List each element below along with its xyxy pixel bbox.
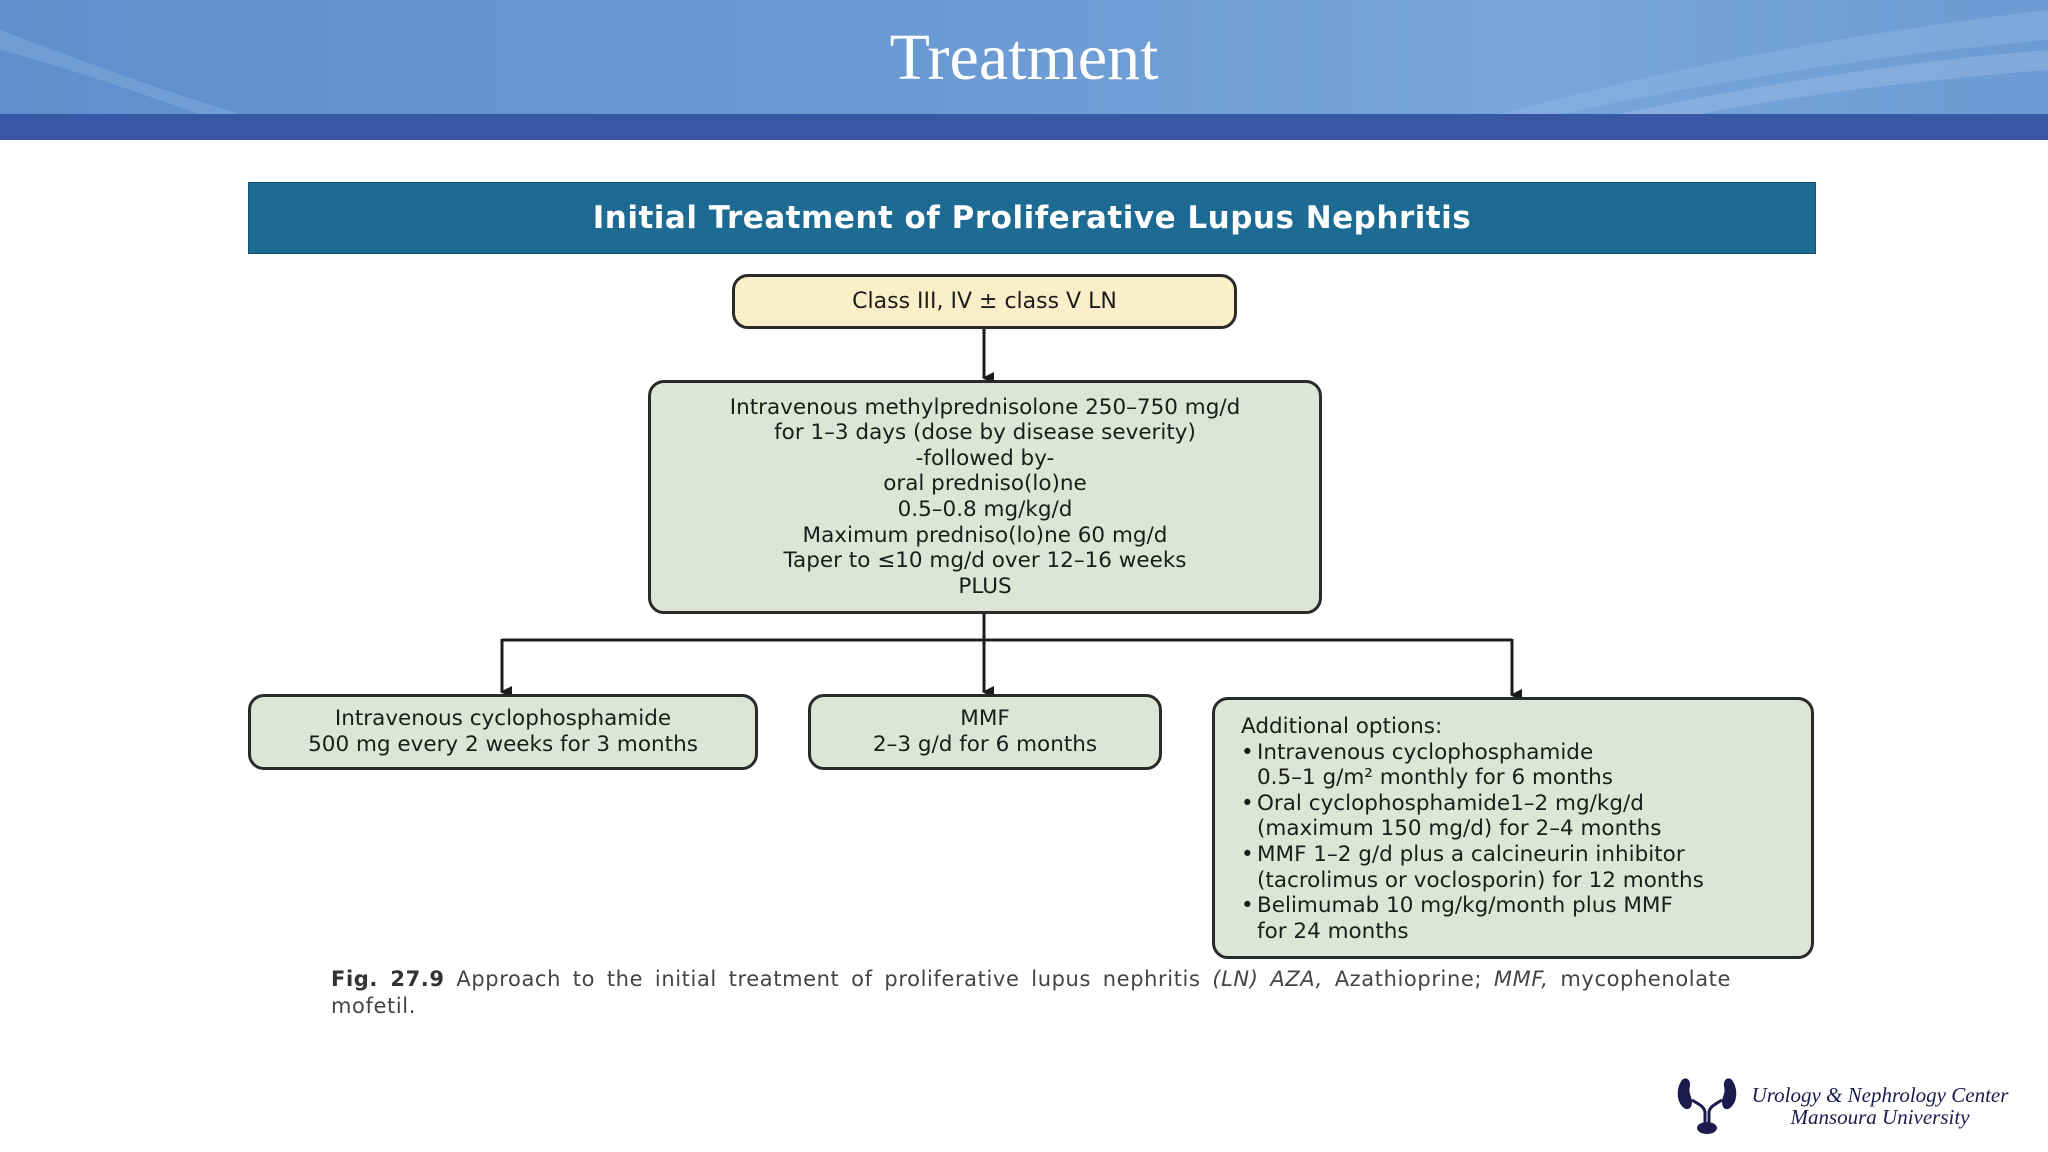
additional-options-box: Additional options: • Intravenous cyclop… <box>1212 697 1814 959</box>
main-line: 0.5–0.8 mg/kg/d <box>897 497 1073 522</box>
bullet-icon: • <box>1241 893 1254 919</box>
slide-header: Treatment <box>0 0 2048 114</box>
header-divider-bar <box>0 114 2048 140</box>
caption-abbr-ln: (LN) AZA, <box>1212 967 1323 991</box>
mmf-box: MMF 2–3 g/d for 6 months <box>808 694 1162 770</box>
caption-mmf-definition: mycophenolate mofetil. <box>331 967 1732 1018</box>
option-item: • Oral cyclophosphamide1–2 mg/kg/d (maxi… <box>1241 791 1811 842</box>
cyc-line: Intravenous cyclophosphamide <box>334 706 672 731</box>
logo-line-university: Mansoura University <box>1790 1105 1970 1129</box>
caption-abbr-mmf: MMF, <box>1493 967 1549 991</box>
cyclophosphamide-box: Intravenous cyclophosphamide 500 mg ever… <box>248 694 758 770</box>
main-line: Taper to ≤10 mg/d over 12–16 weeks <box>783 548 1187 574</box>
mmf-line: MMF <box>960 706 1010 731</box>
center-logo-text: Urology & Nephrology Center Mansoura Uni… <box>1740 1084 2020 1128</box>
option-line: (tacrolimus or voclosporin) for 12 month… <box>1257 867 1704 893</box>
main-line: PLUS <box>958 573 1012 599</box>
option-line: Oral cyclophosphamide1–2 mg/kg/d <box>1257 790 1644 816</box>
option-line: (maximum 150 mg/d) for 2–4 months <box>1257 816 1662 842</box>
logo-line-center: Urology & Nephrology Center <box>1751 1083 2009 1107</box>
figure-caption: Fig. 27.9 Approach to the initial treatm… <box>331 966 1731 1020</box>
main-line: Intravenous methylprednisolone 250–750 m… <box>729 394 1241 420</box>
bullet-icon: • <box>1241 739 1254 765</box>
option-line: Intravenous cyclophosphamide <box>1257 739 1594 765</box>
main-line: for 1–3 days (dose by disease severity) <box>774 420 1196 446</box>
kidney-logo-icon <box>1677 1078 1737 1134</box>
option-item: • Belimumab 10 mg/kg/month plus MMF for … <box>1241 893 1811 944</box>
option-line: Belimumab 10 mg/kg/month plus MMF <box>1257 893 1673 919</box>
figure-banner: Initial Treatment of Proliferative Lupus… <box>248 182 1816 254</box>
bullet-icon: • <box>1241 790 1254 816</box>
figure-label: Fig. 27.9 <box>331 967 445 991</box>
option-item: • MMF 1–2 g/d plus a calcineurin inhibit… <box>1241 842 1811 893</box>
option-line: for 24 months <box>1257 918 1409 944</box>
option-item: • Intravenous cyclophosphamide 0.5–1 g/m… <box>1241 740 1811 791</box>
class-ln-box: Class III, IV ± class V LN <box>732 274 1237 329</box>
caption-text: Approach to the initial treatment of pro… <box>444 967 1213 991</box>
additional-options-heading: Additional options: <box>1241 714 1443 739</box>
bullet-icon: • <box>1241 841 1254 867</box>
option-line: MMF 1–2 g/d plus a calcineurin inhibitor <box>1257 841 1685 867</box>
caption-azathioprine: Azathioprine; <box>1322 967 1494 991</box>
slide-title: Treatment <box>889 21 1159 94</box>
main-line: Maximum predniso(lo)ne 60 mg/d <box>802 522 1168 548</box>
cyc-line: 500 mg every 2 weeks for 3 months <box>308 732 698 757</box>
header-swoosh-decoration <box>0 10 2048 114</box>
mmf-line: 2–3 g/d for 6 months <box>872 732 1098 757</box>
option-line: 0.5–1 g/m² monthly for 6 months <box>1257 765 1613 791</box>
steroid-regimen-box: Intravenous methylprednisolone 250–750 m… <box>648 380 1322 614</box>
main-line: -followed by- <box>915 445 1055 471</box>
main-line: oral predniso(lo)ne <box>883 471 1087 497</box>
